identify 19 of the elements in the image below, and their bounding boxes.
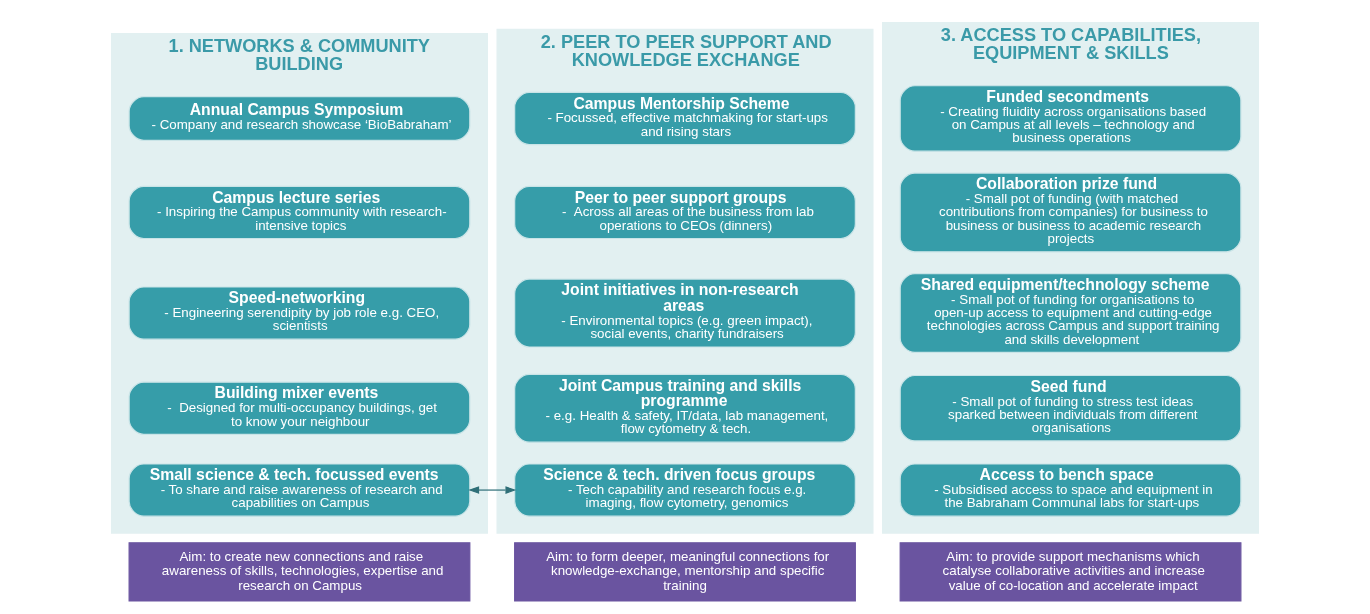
node-box: Shared equipment/technology scheme - Small pot of funding for organisations to open-up access to equipment and cutting-edge technologies across Campus and support training and skills development — [899, 273, 1242, 354]
node-box: Aim: to form deeper, meaningful connections for knowledge-exchange, mentorship and specific training — [514, 542, 856, 602]
node-box: Annual Campus Symposium - Company and research showcase ‘BioBabraham’ — [128, 96, 471, 141]
node-box: Aim: to create new connections and raise awareness of skills, technologies, expertise and research on Campus — [128, 542, 471, 602]
node-box: Joint Campus training and skills programme - e.g. Health & safety, IT/data, lab management, flow cytometry & tech. — [514, 373, 856, 443]
node-box: Science & tech. driven focus groups - Tech capability and research focus e.g. imaging, flow cytometry, genomics — [514, 463, 856, 517]
node-box: Speed-networking - Engineering serendipity by job role e.g. CEO, scientists — [128, 286, 471, 340]
node-box: Building mixer events - Designed for multi-occupancy buildings, get to know your neighbour — [128, 381, 471, 435]
node-box: Small science & tech. focussed events - To share and raise awareness of research and capabilities on Campus — [128, 463, 471, 517]
node-box: Aim: to provide support mechanisms which catalyse collaborative activities and increase value of co-location and accelerate impact — [899, 542, 1242, 602]
node-box: Funded secondments - Creating fluidity across organisations based on Campus at all levels – technology and business operations — [899, 85, 1242, 152]
node-box: Campus lecture series - Inspiring the Campus community with research-intensive topics — [128, 185, 471, 240]
node-box: Joint initiatives in non-research areas - Environmental topics (e.g. green impact), social events, charity fundraisers — [514, 278, 856, 348]
node-box: Peer to peer support groups - Across all areas of the business from lab operations to CEOs (dinners) — [514, 185, 856, 240]
node-box: Seed fund - Small pot of funding to stress test ideas sparked between individuals from different organisations — [899, 374, 1242, 442]
node-box: Collaboration prize fund - Small pot of funding (with matched contributions from companies) for business to business or business to academic research projects — [899, 172, 1242, 253]
node-box: Campus Mentorship Scheme - Focussed, effective matchmaking for start-ups and rising stars — [514, 91, 856, 146]
node-box: Access to bench space - Subsidised access to space and equipment in the Babraham Communal labs for start-ups — [899, 463, 1242, 517]
arrow — [468, 486, 517, 494]
